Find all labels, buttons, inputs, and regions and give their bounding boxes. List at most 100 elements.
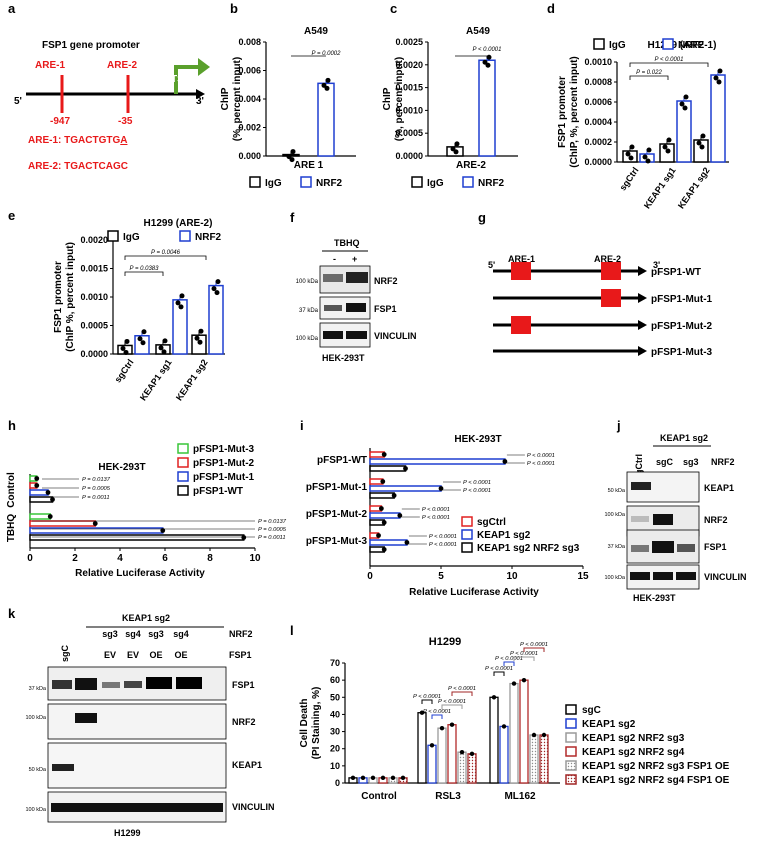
point-l [350, 775, 356, 781]
tss-arrow [174, 65, 200, 94]
pvalue-i: P < 0.0001 [527, 461, 555, 467]
k-nrf2-lane: sg4 [173, 629, 189, 639]
chart-d: H1299 (ARE-1)0.00000.00020.00040.00060.0… [557, 38, 729, 210]
pvalue-h-control: P = 0.0137 [82, 477, 111, 483]
bar-h-pfsp1-mut-1 [29, 489, 49, 496]
xtick-label-e: sgCtrl [113, 357, 136, 384]
panel-a: a FSP1 gene promoter ARE-1 ARE-2 TSS 5' … [8, 1, 210, 172]
j-nrf2-label: NRF2 [711, 457, 735, 467]
point-e [141, 329, 147, 335]
point-l [400, 775, 406, 781]
point-d [713, 75, 719, 81]
ytick-label-i: pFSP1-WT [317, 455, 367, 466]
legend-l-text: KEAP1 sg2 NRF2 sg4 [582, 747, 685, 758]
band-label-k-vinculin: VINCULIN [232, 802, 275, 812]
point-i [403, 466, 408, 471]
point-c [454, 141, 460, 147]
tss-label: TSS [171, 74, 191, 85]
g-3prime: 3' [653, 260, 660, 270]
tbhq-minus: - [333, 254, 336, 264]
point-l [390, 775, 396, 781]
point-d [683, 94, 689, 100]
k-fsp1-lane: EV [104, 650, 116, 660]
chart-b-ytick-label: 0.000 [238, 151, 261, 161]
point-e [214, 290, 220, 296]
chart-b-ytick-label: 0.002 [238, 123, 261, 133]
pvalue-i: P < 0.0001 [527, 453, 555, 459]
pvalue-bracket-l [421, 699, 433, 704]
ylabel-d-line: (ChIP, %, percent input) [569, 56, 580, 168]
ylabel-b-line: ChIP [220, 87, 231, 110]
point-e [175, 300, 181, 306]
panel-e-letter: e [8, 208, 15, 223]
point-d [629, 144, 635, 150]
pvalue-l: P < 0.0001 [510, 651, 538, 657]
pvalue-i: P < 0.0001 [422, 507, 450, 513]
band-label-j-fsp1: FSP1 [704, 542, 727, 552]
mw-k-2: 100 kDa [26, 715, 47, 721]
point-e [178, 304, 184, 310]
chart-h-xtick-label: 8 [207, 553, 213, 564]
point-d [716, 79, 722, 85]
chart-i-xtick-label: 5 [438, 571, 444, 582]
are1-position: -947 [50, 116, 70, 127]
band-f-vinc-1 [323, 331, 343, 339]
point-h [34, 476, 40, 481]
legend-h-text: pFSP1-Mut-1 [193, 472, 255, 483]
blot-k-nrf2 [47, 703, 227, 740]
k-nrf2-lane: sg3 [102, 629, 118, 639]
tss-arrowhead [198, 58, 210, 76]
point-c [453, 149, 459, 155]
bar-l-sgc [417, 712, 427, 784]
pvalue-i: P < 0.0001 [463, 488, 491, 494]
legend-l-swatch [565, 732, 577, 743]
chart-e: H1299 (ARE-2)0.00000.00050.00100.00150.0… [53, 218, 225, 402]
point-i [438, 486, 444, 491]
chart-c-ytick-label: 0.0000 [395, 151, 423, 161]
bar-e-nrf2 [208, 284, 224, 355]
bar-i-keap1-sg2 [369, 458, 506, 465]
legend-d-igg-text: IgG [609, 40, 626, 51]
band-label-k-nrf2: NRF2 [232, 717, 256, 727]
legend-b-igg-text: IgG [265, 178, 282, 189]
band-k-keap1 [52, 764, 74, 771]
promoter-title: FSP1 gene promoter [42, 40, 140, 51]
chart-d-ytick-label: 0.0002 [584, 137, 612, 147]
point-e [120, 345, 126, 351]
band-j-nrf2-faint [631, 516, 649, 522]
point-e [162, 338, 168, 344]
pvalue-h-tbhq: P = 0.0011 [258, 535, 286, 541]
legend-l-swatch [565, 760, 577, 771]
pvalue-i: P < 0.0001 [463, 480, 491, 486]
chart-i-xtick-label: 0 [367, 571, 373, 582]
k-fsp1-lane: OE [174, 650, 187, 660]
legend-h-swatch [177, 443, 189, 454]
legend-b-nrf2-swatch [300, 176, 312, 188]
chart-i-xtick-label: 10 [506, 571, 518, 582]
chart-e-ytick-label: 0.0005 [80, 321, 108, 331]
cell-j: HEK-293T [633, 593, 676, 603]
ylabel-d-line: FSP1 promoter [557, 76, 568, 148]
are2-sequence: ARE-2: TGACTCAGC [28, 161, 128, 172]
bar-l-keap1-sg2-nrf2-sg3-fsp1-oe [457, 751, 467, 784]
chart-c-ytick-label: 0.0005 [395, 128, 423, 138]
mw-j-4: 100 kDa [605, 575, 626, 581]
pvalue-h-tbhq: P = 0.0137 [258, 519, 287, 525]
bar-l-keap1-sg2-nrf2-sg4-fsp1-oe [467, 753, 477, 784]
pvalue-i: P < 0.0001 [422, 515, 450, 521]
point-d [682, 105, 688, 111]
chart-d-ytick-label: 0.0010 [584, 57, 612, 67]
g-are2: ARE-2 [594, 254, 621, 264]
ylabel-l-line: Cell Death [299, 699, 310, 748]
mw-f-1: 100 kDa [296, 279, 319, 285]
pvalue-e: P = 0.0046 [151, 250, 181, 256]
panel-c-letter: c [390, 1, 397, 16]
bar-c-nrf2 [478, 59, 496, 157]
band-label-f-vinculin: VINCULIN [374, 331, 417, 341]
point-d [717, 68, 723, 74]
point-l [360, 775, 366, 781]
